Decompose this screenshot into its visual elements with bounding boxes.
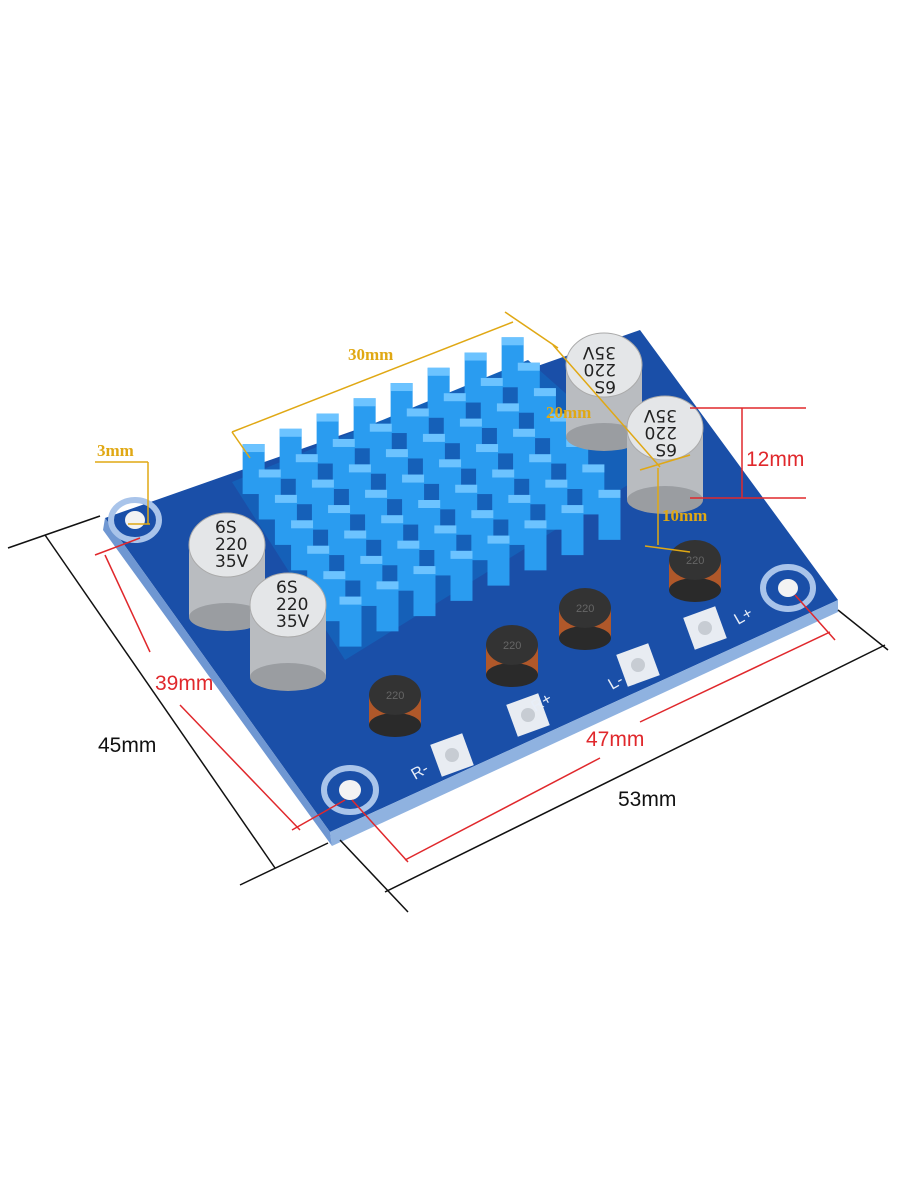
label-10mm: 10mm xyxy=(662,506,707,525)
terminal-label: L+ xyxy=(732,605,756,629)
heatsink-fin xyxy=(450,550,473,601)
heatsink-fin xyxy=(598,489,621,540)
dimension-3mm xyxy=(95,461,150,525)
capacitor-marking: 220 xyxy=(215,535,247,555)
inductor: 220 xyxy=(486,625,538,687)
mounting-hole xyxy=(321,765,379,815)
capacitor-marking: 6S xyxy=(215,518,237,538)
heatsink-fin xyxy=(561,505,584,556)
label-45mm: 45mm xyxy=(98,734,156,757)
capacitor-marking: 220 xyxy=(645,422,677,442)
heatsink-fin xyxy=(376,581,399,632)
label-30mm: 30mm xyxy=(348,345,393,364)
capacitor-marking: 6S xyxy=(655,439,677,459)
label-53mm: 53mm xyxy=(618,788,676,811)
heatsink xyxy=(232,337,652,660)
heatsink-fin xyxy=(524,520,547,571)
dimension-30mm xyxy=(231,311,559,459)
label-20mm: 20mm xyxy=(546,403,591,422)
dimension-10mm xyxy=(644,468,691,553)
label-3mm: 3mm xyxy=(97,441,134,460)
heatsink-fin xyxy=(339,596,362,647)
inductor-marking: 220 xyxy=(503,640,521,652)
capacitor-marking: 35V xyxy=(276,612,310,632)
dimension-20mm xyxy=(552,344,691,471)
capacitor-marking: 6S xyxy=(276,578,298,598)
inductors: 220 220 220 220 xyxy=(369,540,721,737)
heatsink-fin xyxy=(487,535,510,586)
capacitor-marking: 35V xyxy=(643,405,677,425)
inductor: 220 xyxy=(669,540,721,602)
mounting-hole xyxy=(760,564,816,612)
terminal-pad-Rminus: R- xyxy=(409,733,474,783)
label-47mm: 47mm xyxy=(586,728,644,751)
inductor-marking: 220 xyxy=(686,555,704,567)
inductor: 220 xyxy=(559,588,611,650)
terminal-label: R- xyxy=(409,760,432,783)
inductor-marking: 220 xyxy=(576,603,594,615)
dimension-47mm xyxy=(351,594,836,863)
terminal-pad-Lplus: L+ xyxy=(683,605,756,650)
label-39mm: 39mm xyxy=(155,672,213,695)
dimension-39mm xyxy=(94,537,346,831)
capacitor-marking: 35V xyxy=(215,552,249,572)
dimension-45mm xyxy=(7,515,329,886)
dimension-12mm xyxy=(690,407,806,499)
terminal-pad-Rplus: R+ xyxy=(506,690,555,737)
dimension-53mm xyxy=(339,609,889,913)
capacitor-marking: 6S xyxy=(594,376,616,396)
inductor-marking: 220 xyxy=(386,690,404,702)
label-12mm: 12mm xyxy=(746,448,804,471)
heatsink-fin xyxy=(413,566,436,617)
capacitor-marking: 220 xyxy=(584,359,616,379)
terminal-pads: R-R+L-L+ xyxy=(409,605,756,784)
inductor: 220 xyxy=(369,675,421,737)
capacitor-marking: 35V xyxy=(582,342,616,362)
capacitor-marking: 220 xyxy=(276,595,308,615)
